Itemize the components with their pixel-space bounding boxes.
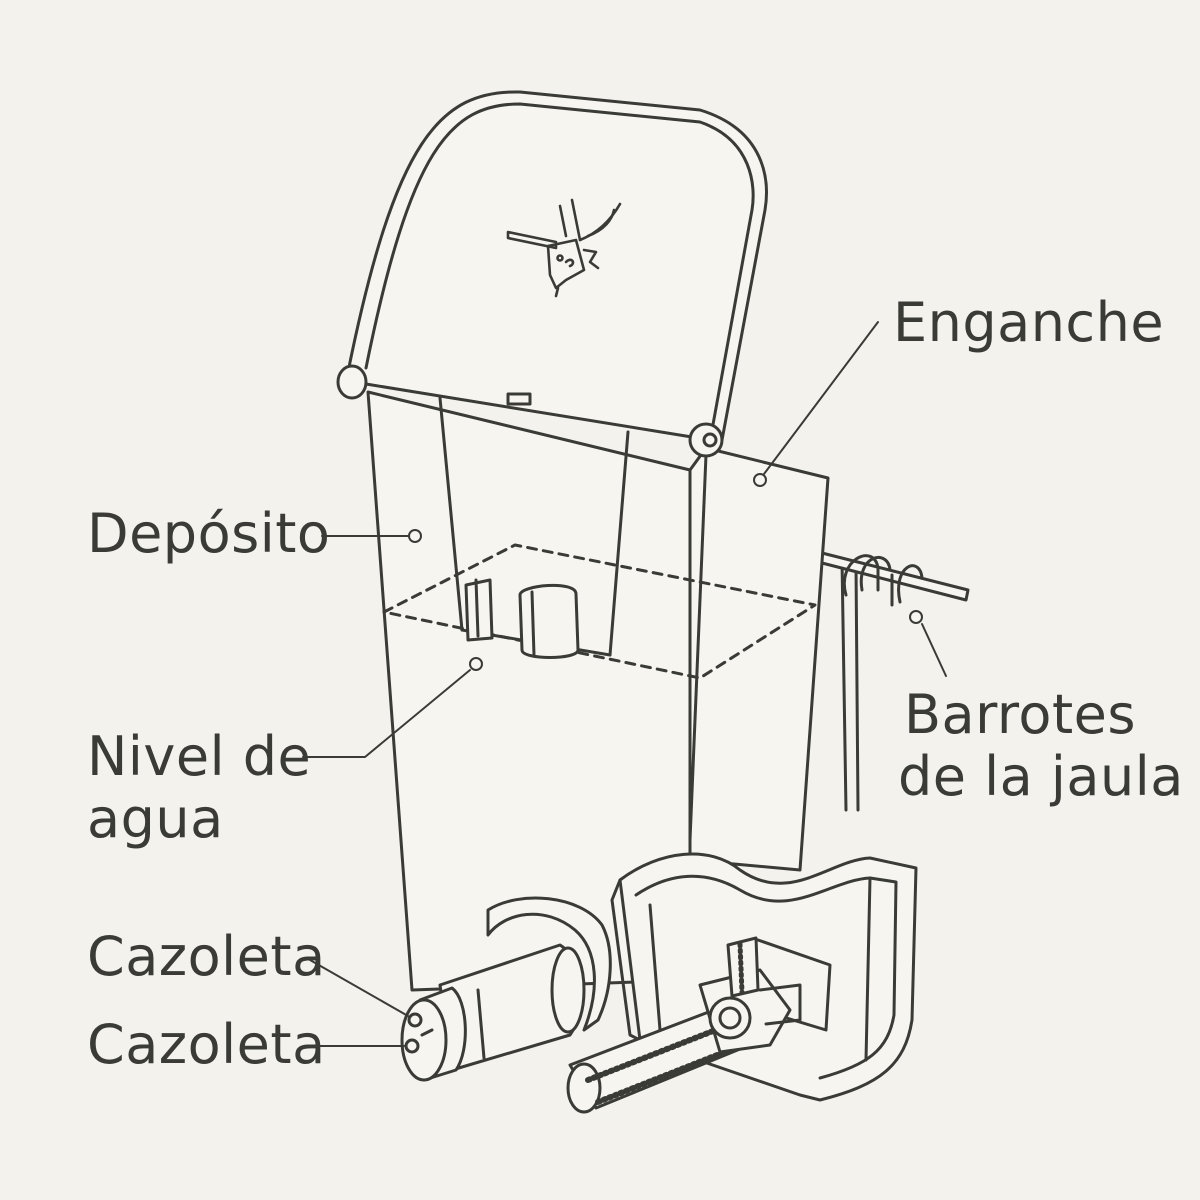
dot-enganche [753, 473, 767, 487]
label-nivel-line1: Nivel de [87, 725, 312, 788]
dot-deposito [408, 529, 422, 543]
label-barrotes-de-la-jaula: Barrotes de la jaula [898, 684, 1184, 808]
logo-icon [506, 198, 622, 298]
dot-nivel [469, 657, 483, 671]
inner-clips [464, 578, 580, 659]
label-enganche: Enganche [893, 291, 1165, 354]
leader-cazoleta-1 [309, 959, 409, 1017]
leader-barrotes [921, 623, 947, 677]
cage-bars [820, 551, 970, 812]
leader-lines [302, 321, 947, 1047]
dot-barrotes [909, 610, 923, 624]
lid [336, 90, 768, 458]
leader-nivel [302, 669, 471, 758]
valve-tube [566, 936, 802, 1114]
label-cazoleta-2: Cazoleta [87, 1013, 326, 1076]
leader-enganche [763, 321, 879, 475]
label-barrotes-line2: de la jaula [898, 745, 1184, 808]
label-cazoleta-1: Cazoleta [87, 925, 326, 988]
label-nivel-line2: agua [87, 787, 224, 850]
label-barrotes-line1: Barrotes [904, 683, 1136, 746]
water-level [382, 543, 817, 680]
label-nivel-de-agua: Nivel de agua [87, 726, 311, 850]
label-deposito: Depósito [87, 502, 331, 565]
cazoleta-cylinder [400, 896, 612, 1082]
